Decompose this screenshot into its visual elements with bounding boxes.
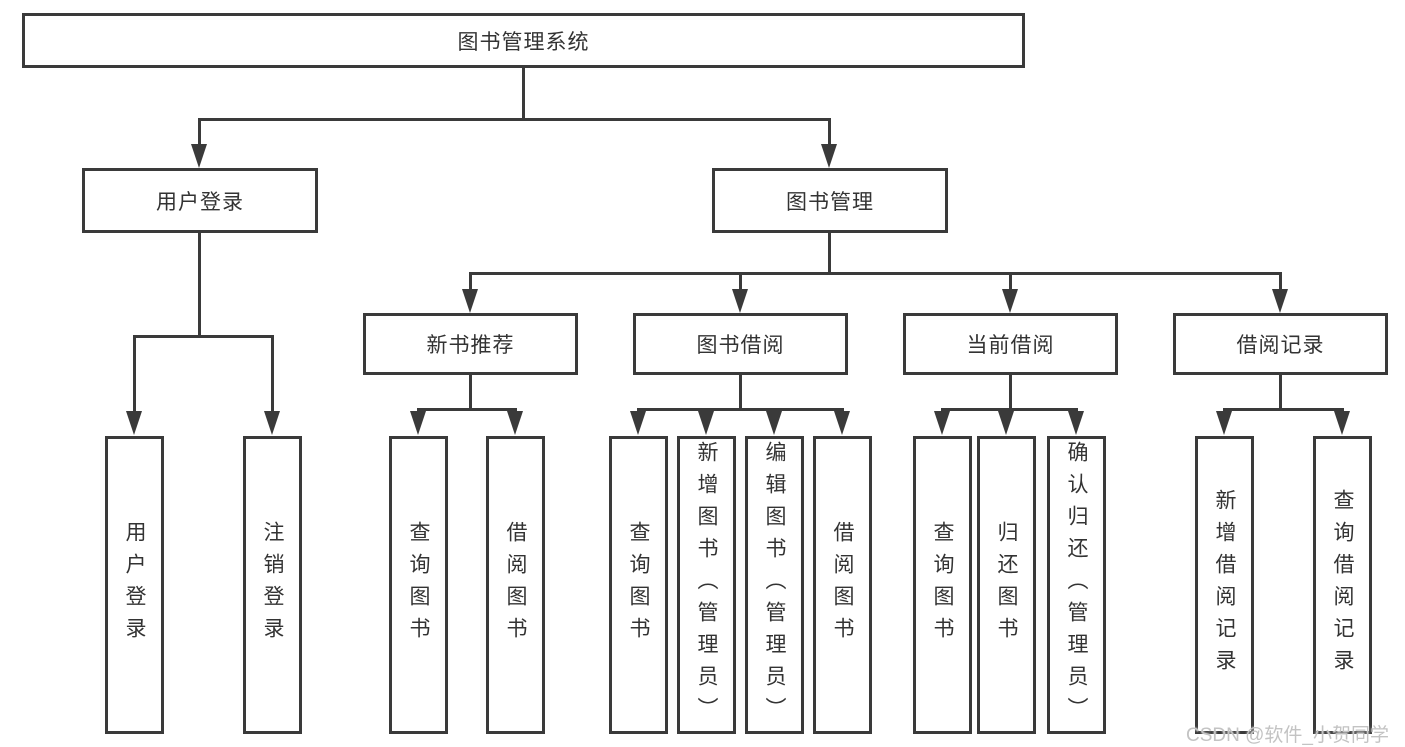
connector-line [739, 375, 742, 408]
arrow-down-icon [732, 289, 748, 313]
connector-line [469, 375, 472, 408]
leaf-query-books-2: 查询图书 [609, 436, 668, 734]
arrow-down-icon [264, 411, 280, 435]
leaf-confirm-return-admin-label: 确认归还（管理员） [1065, 441, 1088, 729]
arrow-down-icon [766, 411, 782, 435]
leaf-query-books-3: 查询图书 [913, 436, 972, 734]
node-library-system-label: 图书管理系统 [457, 30, 590, 54]
connector-line [1279, 375, 1282, 408]
node-borrow-records-label: 借阅记录 [1236, 334, 1325, 357]
leaf-query-borrow-record: 查询借阅记录 [1313, 436, 1372, 734]
leaf-confirm-return-admin: 确认归还（管理员） [1047, 436, 1106, 734]
connector-line [469, 272, 472, 291]
arrow-down-icon [507, 411, 523, 435]
leaf-add-books-admin-label: 新增图书（管理员） [695, 441, 718, 729]
arrow-down-icon [1216, 411, 1232, 435]
node-current-borrow-label: 当前借阅 [966, 334, 1055, 357]
leaf-edit-books-admin-label: 编辑图书（管理员） [763, 441, 786, 729]
connector-line [198, 118, 201, 146]
connector-line [417, 408, 517, 411]
leaf-add-books-admin: 新增图书（管理员） [677, 436, 736, 734]
connector-line [828, 233, 831, 272]
leaf-return-books: 归还图书 [977, 436, 1036, 734]
node-new-book-recommend-label: 新书推荐 [426, 334, 515, 357]
leaf-query-books-3-label: 查询图书 [931, 521, 954, 649]
leaf-return-books-label: 归还图书 [995, 521, 1018, 649]
node-book-management: 图书管理 [712, 168, 948, 233]
connector-line [198, 233, 201, 335]
connector-line [828, 118, 831, 146]
arrow-down-icon [821, 144, 837, 168]
node-user-login-label: 用户登录 [156, 190, 244, 214]
leaf-edit-books-admin: 编辑图书（管理员） [745, 436, 804, 734]
leaf-borrow-books-2: 借阅图书 [813, 436, 872, 734]
leaf-logout-label: 注销登录 [261, 521, 284, 649]
leaf-user-login-label: 用户登录 [123, 521, 146, 649]
arrow-down-icon [191, 144, 207, 168]
connector-line [469, 272, 1282, 275]
arrow-down-icon [698, 411, 714, 435]
node-book-borrow-label: 图书借阅 [696, 334, 785, 357]
connector-line [522, 68, 525, 118]
leaf-user-login: 用户登录 [105, 436, 164, 734]
connector-line [1009, 272, 1012, 291]
node-book-management-label: 图书管理 [786, 190, 874, 214]
leaf-query-books-1: 查询图书 [389, 436, 448, 734]
node-user-login: 用户登录 [82, 168, 318, 233]
leaf-borrow-books-1-label: 借阅图书 [504, 521, 527, 649]
connector-line [739, 272, 742, 291]
arrow-down-icon [126, 411, 142, 435]
arrow-down-icon [1334, 411, 1350, 435]
arrow-down-icon [998, 411, 1014, 435]
arrow-down-icon [410, 411, 426, 435]
leaf-borrow-books-1: 借阅图书 [486, 436, 545, 734]
connector-line [271, 335, 274, 411]
leaf-logout: 注销登录 [243, 436, 302, 734]
connector-line [1279, 272, 1282, 291]
arrow-down-icon [462, 289, 478, 313]
leaf-add-borrow-record: 新增借阅记录 [1195, 436, 1254, 734]
node-current-borrow: 当前借阅 [903, 313, 1118, 375]
arrow-down-icon [630, 411, 646, 435]
connector-line [133, 335, 136, 411]
connector-line [1223, 408, 1344, 411]
leaf-query-books-1-label: 查询图书 [407, 521, 430, 649]
csdn-watermark: CSDN @软件_小贺同学 [1186, 725, 1389, 746]
node-borrow-records: 借阅记录 [1173, 313, 1388, 375]
node-new-book-recommend: 新书推荐 [363, 313, 578, 375]
node-library-system: 图书管理系统 [22, 13, 1025, 68]
leaf-add-borrow-record-label: 新增借阅记录 [1213, 489, 1236, 681]
leaf-borrow-books-2-label: 借阅图书 [831, 521, 854, 649]
connector-line [941, 408, 1078, 411]
connector-line [637, 408, 844, 411]
node-book-borrow: 图书借阅 [633, 313, 848, 375]
arrow-down-icon [1068, 411, 1084, 435]
arrow-down-icon [1002, 289, 1018, 313]
leaf-query-books-2-label: 查询图书 [627, 521, 650, 649]
connector-line [1009, 375, 1012, 408]
arrow-down-icon [934, 411, 950, 435]
leaf-query-borrow-record-label: 查询借阅记录 [1331, 489, 1354, 681]
connector-line [133, 335, 274, 338]
arrow-down-icon [834, 411, 850, 435]
arrow-down-icon [1272, 289, 1288, 313]
connector-line [198, 118, 831, 121]
